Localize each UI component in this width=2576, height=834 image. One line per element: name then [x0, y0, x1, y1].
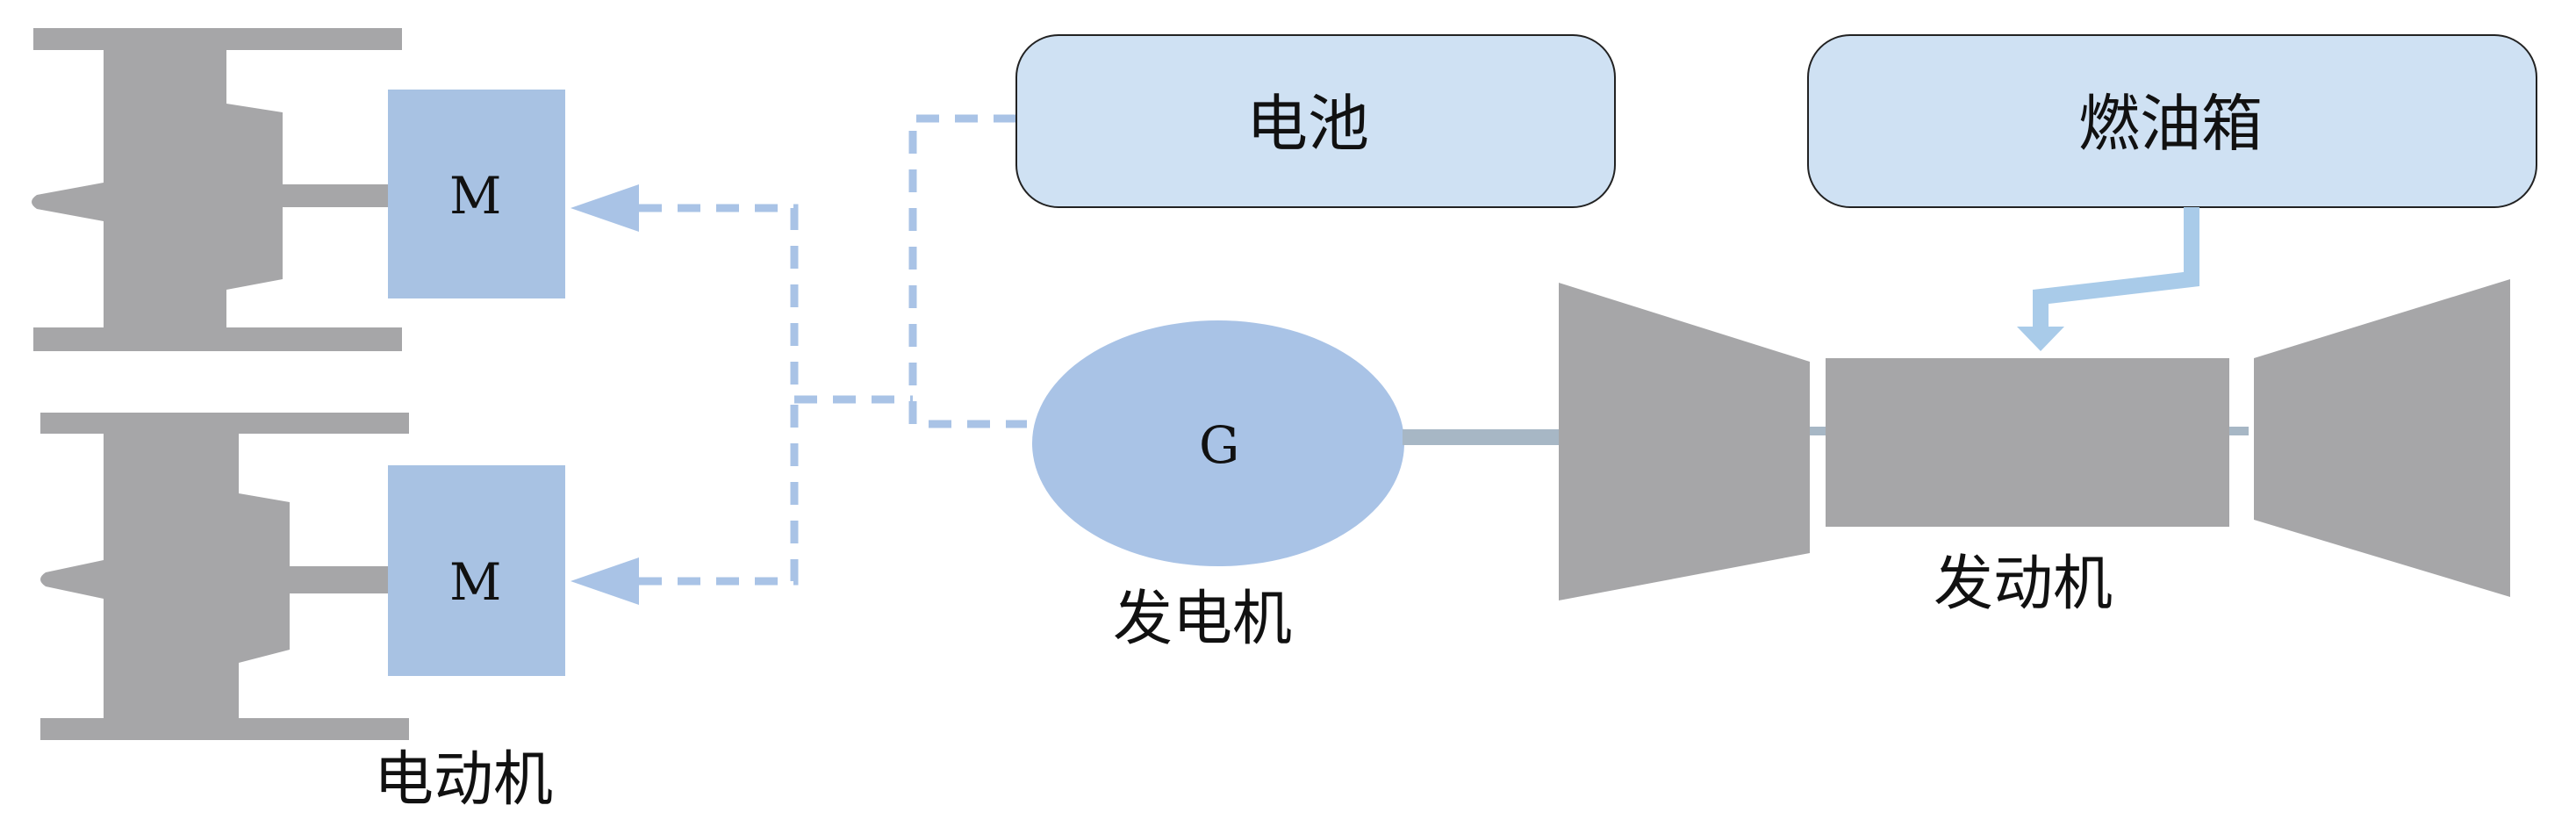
motor-bottom — [388, 465, 565, 676]
arrow-to-bottom-motor — [570, 557, 639, 605]
motor-top-letter: M — [449, 166, 502, 226]
generator — [1032, 320, 1404, 566]
engine-caption: 发动机 — [1934, 550, 2113, 619]
generator-letter: G — [1199, 415, 1240, 475]
fuel-line-arrow — [2017, 327, 2064, 351]
arrow-to-top-motor — [570, 184, 639, 232]
fan-blade-body-bottom — [40, 434, 393, 718]
engine-combustor — [1826, 358, 2229, 527]
ducted-fan-bottom — [40, 413, 409, 740]
fuel-line — [2033, 207, 2199, 327]
engine-turbine-nozzle — [2254, 279, 2510, 597]
battery-label: 电池 — [1246, 88, 1369, 160]
motors-caption: 电动机 — [374, 745, 554, 815]
motor-bottom-letter: M — [449, 552, 502, 612]
fuel-tank-label: 燃油箱 — [2078, 88, 2263, 160]
dashed-line-to-top-motor — [639, 204, 799, 399]
power-distribution-lines — [639, 114, 1027, 586]
fan-blade-body-top — [32, 50, 391, 327]
duct-wall-top-upper — [33, 28, 402, 50]
dashed-line-battery-to-generator — [908, 114, 1027, 428]
fuel-tank-box — [1807, 34, 2537, 208]
generator-caption: 发电机 — [1113, 585, 1293, 654]
duct-wall-bottom-upper — [40, 413, 409, 434]
battery-box — [1015, 34, 1616, 208]
duct-wall-bottom-lower — [40, 718, 409, 740]
gas-turbine-engine — [1559, 279, 2510, 600]
generator-shaft — [1403, 429, 1559, 445]
duct-wall-top-lower — [33, 327, 402, 351]
ducted-fan-top — [32, 28, 402, 351]
motor-top — [388, 90, 565, 298]
dashed-line-to-bottom-motor — [639, 399, 799, 586]
engine-compressor — [1559, 283, 1810, 600]
